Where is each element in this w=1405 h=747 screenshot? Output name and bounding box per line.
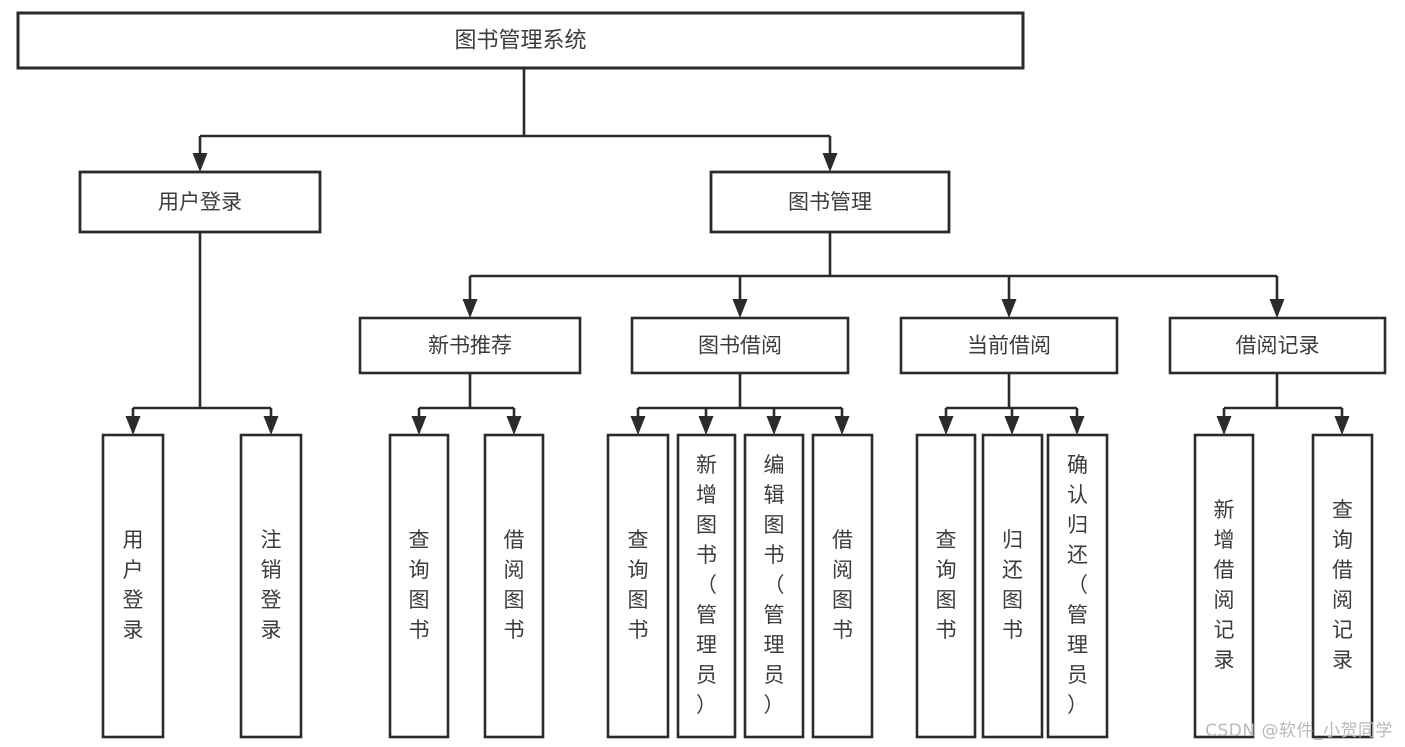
node-box[interactable] bbox=[239, 433, 303, 739]
node-box[interactable] bbox=[78, 170, 322, 234]
arrow-head-icon bbox=[822, 153, 838, 172]
connector-record-to-leaves bbox=[1216, 373, 1350, 435]
node-leaf-query-book-2[interactable]: 查询图书 bbox=[606, 433, 670, 739]
node-label: 查询借阅记录 bbox=[1332, 498, 1353, 672]
arrow-head-icon bbox=[1269, 299, 1285, 318]
node-box[interactable] bbox=[1193, 433, 1255, 739]
node-label: 新增图书（管理员） bbox=[696, 453, 717, 717]
node-label: 查询图书 bbox=[628, 528, 649, 642]
node-label: 借阅记录 bbox=[1236, 334, 1320, 358]
node-user-login[interactable]: 用户登录 bbox=[78, 170, 322, 234]
node-leaf-edit-book[interactable]: 编辑图书（管理员） bbox=[743, 433, 805, 739]
node-borrow-record[interactable]: 借阅记录 bbox=[1168, 316, 1387, 375]
node-label: 确认归还（管理员） bbox=[1067, 453, 1088, 717]
node-box[interactable] bbox=[676, 433, 737, 739]
node-leaf-add-borrow-record[interactable]: 新增借阅记录 bbox=[1193, 433, 1255, 739]
node-new-book-recommend[interactable]: 新书推荐 bbox=[358, 316, 582, 375]
arrow-head-icon bbox=[462, 299, 478, 318]
node-label: 新增借阅记录 bbox=[1214, 498, 1235, 672]
arrow-head-icon bbox=[1334, 416, 1350, 435]
node-label: 查询图书 bbox=[936, 528, 957, 642]
arrow-head-icon bbox=[263, 416, 279, 435]
node-box[interactable] bbox=[1168, 316, 1387, 375]
node-box[interactable] bbox=[915, 433, 977, 739]
arrow-head-icon bbox=[125, 416, 141, 435]
node-box[interactable] bbox=[483, 433, 545, 739]
node-leaf-query-borrow-record[interactable]: 查询借阅记录 bbox=[1311, 433, 1374, 739]
node-label: 当前借阅 bbox=[967, 334, 1051, 358]
node-label: 编辑图书（管理员） bbox=[764, 453, 785, 717]
arrow-head-icon bbox=[732, 299, 748, 318]
node-book-manage[interactable]: 图书管理 bbox=[709, 170, 951, 234]
node-leaf-user-login[interactable]: 用户登录 bbox=[101, 433, 165, 739]
connector-borrow-to-leaves bbox=[630, 373, 850, 435]
node-leaf-query-book-3[interactable]: 查询图书 bbox=[915, 433, 977, 739]
arrow-head-icon bbox=[698, 416, 714, 435]
node-leaf-return-book[interactable]: 归还图书 bbox=[981, 433, 1044, 739]
node-box[interactable] bbox=[101, 433, 165, 739]
connector-current-to-leaves bbox=[938, 373, 1085, 435]
node-leaf-borrow-book-1[interactable]: 借阅图书 bbox=[483, 433, 545, 739]
node-leaf-query-book-1[interactable]: 查询图书 bbox=[388, 433, 450, 739]
node-label: 图书借阅 bbox=[698, 334, 782, 358]
node-box[interactable] bbox=[709, 170, 951, 234]
connector-recommend-to-leaves bbox=[411, 373, 522, 435]
node-label: 用户登录 bbox=[123, 528, 144, 642]
arrow-head-icon bbox=[938, 416, 954, 435]
node-label: 新书推荐 bbox=[428, 334, 512, 358]
node-label: 借阅图书 bbox=[504, 528, 525, 642]
node-root[interactable]: 图书管理系统 bbox=[16, 11, 1025, 70]
arrow-head-icon bbox=[630, 416, 646, 435]
node-label: 注销登录 bbox=[261, 528, 282, 642]
arrow-head-icon bbox=[1069, 416, 1085, 435]
node-leaf-confirm-return[interactable]: 确认归还（管理员） bbox=[1046, 433, 1109, 739]
node-box[interactable] bbox=[630, 316, 850, 375]
node-box[interactable] bbox=[1046, 433, 1109, 739]
node-book-borrow[interactable]: 图书借阅 bbox=[630, 316, 850, 375]
node-label: 查询图书 bbox=[409, 528, 430, 642]
connector-layer bbox=[125, 68, 1350, 435]
arrow-head-icon bbox=[192, 153, 208, 172]
node-box[interactable] bbox=[388, 433, 450, 739]
node-layer: 图书管理系统用户登录图书管理新书推荐图书借阅当前借阅借阅记录用户登录注销登录查询… bbox=[16, 11, 1387, 739]
arrow-head-icon bbox=[1001, 299, 1017, 318]
arrow-head-icon bbox=[766, 416, 782, 435]
arrow-head-icon bbox=[1004, 416, 1020, 435]
node-box[interactable] bbox=[743, 433, 805, 739]
node-box[interactable] bbox=[358, 316, 582, 375]
connector-bookmanage-to-l2 bbox=[462, 232, 1285, 318]
watermark-label: CSDN @软件_小贺同学 bbox=[1205, 721, 1393, 741]
node-box[interactable] bbox=[16, 11, 1025, 70]
connector-userlogin-to-leaves bbox=[125, 232, 279, 435]
node-label: 借阅图书 bbox=[832, 528, 853, 642]
arrow-head-icon bbox=[411, 416, 427, 435]
arrow-head-icon bbox=[1216, 416, 1232, 435]
node-label: 图书管理 bbox=[788, 190, 872, 214]
arrow-head-icon bbox=[834, 416, 850, 435]
node-box[interactable] bbox=[899, 316, 1119, 375]
node-current-borrow[interactable]: 当前借阅 bbox=[899, 316, 1119, 375]
node-label: 归还图书 bbox=[1002, 528, 1023, 642]
node-label: 图书管理系统 bbox=[454, 29, 586, 54]
node-box[interactable] bbox=[606, 433, 670, 739]
arrow-head-icon bbox=[506, 416, 522, 435]
node-leaf-user-logout[interactable]: 注销登录 bbox=[239, 433, 303, 739]
node-box[interactable] bbox=[981, 433, 1044, 739]
node-box[interactable] bbox=[811, 433, 874, 739]
node-leaf-add-book[interactable]: 新增图书（管理员） bbox=[676, 433, 737, 739]
node-leaf-borrow-book-2[interactable]: 借阅图书 bbox=[811, 433, 874, 739]
node-label: 用户登录 bbox=[158, 190, 242, 214]
connector-root-to-l1 bbox=[192, 68, 838, 172]
node-box[interactable] bbox=[1311, 433, 1374, 739]
